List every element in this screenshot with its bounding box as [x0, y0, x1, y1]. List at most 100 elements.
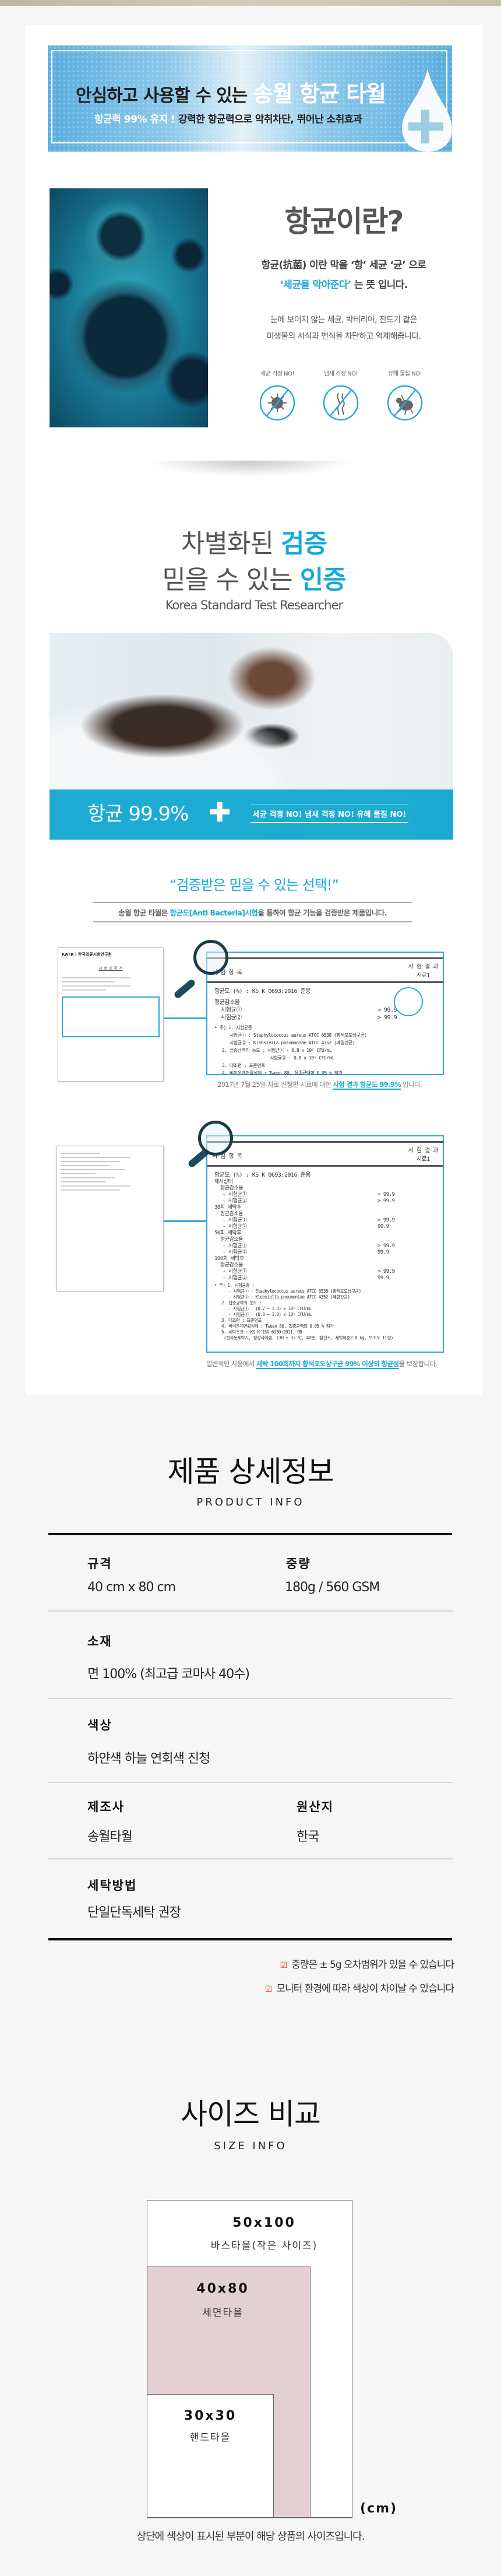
- doc-note: - 시험균① : Staphylococcus aureus ATCC 6538…: [214, 1289, 361, 1294]
- plus-icon: ✚: [209, 796, 231, 828]
- icon-label: 냄새 걱정 NO!: [323, 371, 358, 377]
- size-dims: 50x100: [232, 2216, 296, 2230]
- magnifier-icon: [198, 1121, 233, 1156]
- doc-note: 4. 비이온계면활성제 : Tween 80, 접종균액의 0.05 % 첨가: [214, 1071, 343, 1076]
- size-label: 핸드타올: [189, 2432, 231, 2444]
- verify-quote: “검증받은 믿을 수 있는 선택!”: [170, 877, 339, 893]
- doc-note: (전자동세탁기, 정상사이클, (30 ± 3) ℃, 40분, 탈건조, 세탁…: [214, 1335, 393, 1340]
- divider: [48, 1698, 453, 1699]
- maker-label: 제조사: [87, 1800, 125, 1814]
- doc-group-sub: 정균감소율: [220, 1185, 243, 1191]
- hero-banner: 안심하고 사용할 수 있는 송월 항균 타월 항균력 99% 유지 ! 강력한 …: [48, 45, 452, 152]
- divider: [48, 1533, 452, 1535]
- icon-no-odor: 냄새 걱정 NO!: [315, 368, 367, 422]
- antibacterial-bar: 항균 99.9% ✚ 세균 걱정 NO! 냄새 걱정 NO! 유해 물질 NO!: [50, 789, 453, 840]
- doc-group-title: 50회 세탁후: [214, 1230, 241, 1236]
- bar-word: 항균: [87, 802, 124, 826]
- katr-logo: KATR | 한국의류시험연구원: [62, 952, 112, 957]
- about-title: 항균이란?: [284, 205, 404, 238]
- weight-value: 180g / 560 GSM: [285, 1580, 380, 1595]
- origin-label: 원산지: [297, 1800, 334, 1814]
- bar-percent: 99.9%: [128, 802, 189, 826]
- banner-sub-highlight: 항균력 99% 유지 !: [94, 114, 175, 125]
- cert-heading-1-text: 차별화된: [181, 529, 281, 559]
- doc-note: 2. 접종균액의 농도 : 시험균① - 0.8 x 10⁵ CFU/mL: [214, 1048, 332, 1053]
- size-unit: (cm): [360, 2501, 398, 2516]
- size-subtitle: SIZE INFO: [214, 2140, 287, 2152]
- color-value: 하얀색 하늘 연회색 진청: [87, 1752, 210, 1766]
- doc-note: 2. 접종균액의 농도 :: [214, 1300, 262, 1305]
- caption-2: 일반적인 사용에서 세탁 100회까지 황색포도상구균 99% 이상의 항균성을…: [206, 1360, 438, 1369]
- banner-subline: 항균력 99% 유지 ! 강력한 항균력으로 악취차단, 뛰어난 소취효과: [94, 111, 362, 125]
- checkbox-icon: ☑: [280, 1961, 288, 1970]
- banner-headline: 안심하고 사용할 수 있는 송월 항균 타월: [76, 76, 425, 108]
- divider: [48, 1782, 453, 1783]
- doc-result-row: - 시험균①> 99.9: [223, 1217, 395, 1223]
- doc-note: 4. 비이온계면활성제 : Tween 80, 접종균액의 0.05 % 첨가: [214, 1324, 334, 1329]
- wash-label: 세탁방법: [87, 1879, 137, 1893]
- top-photo-strip: [0, 0, 501, 6]
- material-value: 면 100% (최고급 코마사 40수): [87, 1667, 250, 1682]
- about-line-1: 항균(抗菌) 이란 막을 ‘항’ 세균 ‘균’ 으로: [261, 259, 427, 271]
- section-divider-shadow: [140, 461, 361, 478]
- note-weight: ☑중량은 ± 5g 오차범위가 있을 수 있습니다: [280, 1959, 454, 1971]
- cert-heading-2-accent: 인증: [299, 565, 347, 595]
- certificate-thumbnail-2: [57, 1146, 164, 1291]
- icon-no-germ: 세균 걱정 NO!: [251, 368, 304, 422]
- doc-note: 시험균② : Klebsiella pneumoniae ATCC 4352 (…: [214, 1040, 355, 1045]
- color-label: 색상: [87, 1718, 112, 1732]
- size-label: 세면타올: [202, 2307, 244, 2319]
- verify-description: 송월 항균 타월은 항균도[Anti Bacteria]시험을 통하여 항균 기…: [93, 902, 412, 922]
- size-label: 바스타올(작은 사이즈): [210, 2240, 318, 2252]
- water-drop-plus-icon: [402, 69, 452, 152]
- doc-method: 항균도 (%) : KS K 0693:2016 준용: [214, 988, 311, 995]
- about-highlight: ‘세균을 막아준다’: [280, 279, 351, 291]
- doc-title: 시 험 성 적 서: [98, 966, 123, 971]
- bar-tagline: 세균 걱정 NO! 냄새 걱정 NO! 유해 물질 NO!: [250, 805, 409, 823]
- doc-note: 3. 대조편 : 표준면포: [214, 1063, 265, 1068]
- no-odor-icon: [323, 385, 359, 421]
- cert-heading-1-accent: 검증: [280, 529, 327, 559]
- weight-label: 중량: [286, 1557, 311, 1571]
- banner-headline-dark: 안심하고 사용할 수 있는: [76, 86, 248, 106]
- magnifier-icon: [193, 940, 228, 975]
- doc-note: - 시험균② : Klebsiella pneumoniae ATCC 4352…: [214, 1294, 350, 1300]
- caption-1: 2017년 7월 25일 자로 신청한 시료에 대한 시험 결과 항균도 99.…: [217, 1080, 422, 1090]
- doc-group-title: 30회 세탁후: [214, 1205, 241, 1210]
- doc-note: - 시험균② : (0.8 ~ 1.0) x 10⁵ CFU/mL: [214, 1312, 312, 1317]
- doc-result-row: - 시험균①> 99.9: [223, 1192, 395, 1198]
- doc-method: 항균도 (%) : KS K 0693:2016 준용: [214, 1172, 311, 1178]
- certificate-thumbnail-1: KATR | 한국의류시험연구원 시 험 성 적 서: [58, 947, 164, 1082]
- doc-highlight-box: [62, 996, 160, 1037]
- doc-note: 시험균② - 0.8 x 10⁵ CFU/mL: [214, 1055, 334, 1061]
- about-para-1: 눈에 보이지 않는 세균, 박테리아, 진드기 같은: [270, 315, 417, 325]
- divider: [48, 1610, 453, 1612]
- doc-group-sub: 정균감소율: [220, 1237, 243, 1243]
- banner-sub-text: 강력한 항균력으로 악취차단, 뛰어난 소취효과: [178, 114, 362, 125]
- material-label: 소재: [87, 1634, 112, 1648]
- desc-post: 을 통하여 항균 기능을 검증받은 제품입니다.: [257, 908, 387, 917]
- no-germ-icon: [259, 385, 295, 421]
- doc-note: • 주) 1. 시험균종 :: [214, 1283, 255, 1288]
- doc-group-sub: 정균감소율: [220, 1262, 243, 1268]
- doc-group-sub: 정균감소율: [220, 1211, 243, 1217]
- lab-photo: 항균 99.9% ✚ 세균 걱정 NO! 냄새 걱정 NO! 유해 물질 NO!: [50, 633, 453, 840]
- banner-dot-pattern: [48, 45, 452, 152]
- desc-highlight: 항균도[Anti Bacteria]시험: [170, 908, 258, 917]
- cert-subtitle: Korea Standard Test Researcher: [165, 598, 343, 612]
- bar-percent-text: 항균 99.9%: [87, 798, 189, 826]
- origin-value: 한국: [297, 1830, 319, 1844]
- checkbox-icon: ☑: [264, 1985, 273, 1994]
- doc-group: 정균감소율: [214, 999, 240, 1006]
- connector-line: [164, 1220, 207, 1222]
- size-dims: 40x80: [196, 2282, 249, 2296]
- size-title: 사이즈 비교: [181, 2097, 321, 2131]
- result-highlight-circle: [394, 987, 423, 1016]
- icon-label: 유해 물질 NO!: [387, 371, 422, 377]
- connector-line: [164, 1017, 207, 1019]
